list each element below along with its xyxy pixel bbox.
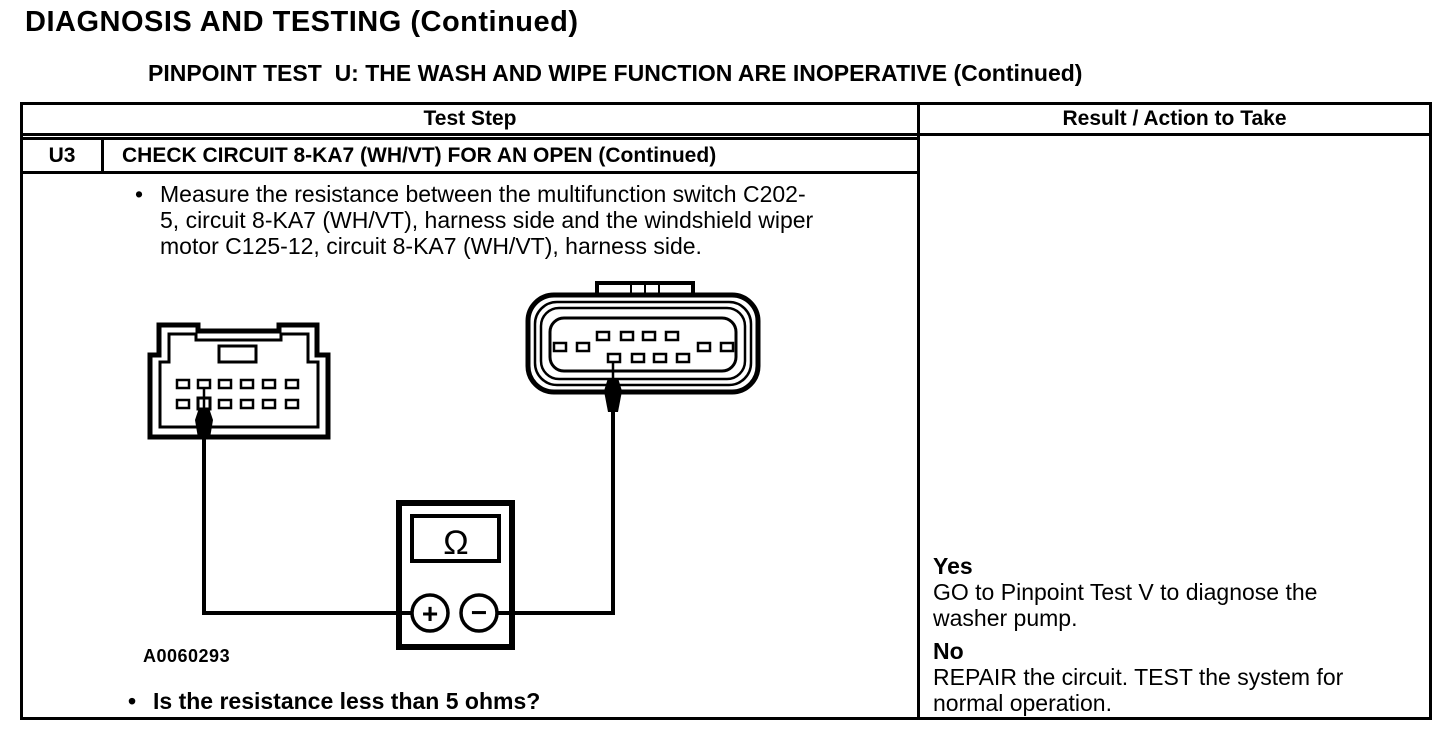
pinpoint-test-title: PINPOINT TEST U: THE WASH AND WIPE FUNCT…	[148, 60, 1083, 86]
step-title-row: U3 CHECK CIRCUIT 8-KA7 (WH/VT) FOR AN OP…	[23, 137, 917, 174]
result-yes-action: GO to Pinpoint Test V to diagnose the wa…	[933, 579, 1318, 631]
pin-c125-12	[606, 352, 622, 364]
ohm-symbol: Ω	[443, 524, 468, 562]
result-action-cell: Yes GO to Pinpoint Test V to diagnose th…	[920, 136, 1429, 717]
plus-icon: +	[422, 598, 438, 629]
result-no-label: No	[933, 638, 964, 664]
instruction-item: • Measure the resistance between the mul…	[135, 181, 822, 259]
positive-terminal: +	[410, 593, 450, 633]
test-step-header: Test Step	[23, 105, 920, 136]
bullet-icon: •	[128, 688, 137, 714]
diagnostic-table: Test Step Result / Action to Take U3 CHE…	[20, 102, 1432, 720]
instruction-text: Measure the resistance between the multi…	[160, 181, 814, 259]
minus-icon: −	[471, 597, 487, 628]
step-id: U3	[23, 140, 104, 171]
result-no: No REPAIR the circuit. TEST the system f…	[933, 638, 1388, 716]
test-lead-left	[202, 436, 430, 615]
result-no-action: REPAIR the circuit. TEST the system for …	[933, 664, 1344, 716]
page-title: DIAGNOSIS AND TESTING (Continued)	[25, 6, 579, 38]
step-title: CHECK CIRCUIT 8-KA7 (WH/VT) FOR AN OPEN …	[122, 143, 717, 167]
probe-icon-left	[195, 388, 213, 438]
wiring-diagram: Ω + −	[147, 281, 761, 650]
multifunction-switch-connector	[147, 322, 331, 440]
wiper-motor-connector	[525, 281, 761, 412]
bullet-icon: •	[135, 181, 144, 207]
question-item: • Is the resistance less than 5 ohms?	[128, 688, 540, 714]
connector-cavity	[548, 316, 738, 373]
connector-latch	[217, 344, 258, 364]
test-lead-right	[479, 411, 615, 615]
result-yes-label: Yes	[933, 553, 973, 579]
result-action-header: Result / Action to Take	[920, 105, 1429, 136]
negative-terminal: −	[459, 593, 499, 633]
figure-id: A0060293	[143, 646, 231, 666]
result-block: Yes GO to Pinpoint Test V to diagnose th…	[933, 553, 1388, 716]
probe-icon-right	[604, 362, 622, 412]
result-yes: Yes GO to Pinpoint Test V to diagnose th…	[933, 553, 1388, 631]
ohmmeter-display	[410, 514, 501, 563]
question-text: Is the resistance less than 5 ohms?	[153, 688, 541, 714]
test-step-cell: U3 CHECK CIRCUIT 8-KA7 (WH/VT) FOR AN OP…	[23, 136, 920, 717]
